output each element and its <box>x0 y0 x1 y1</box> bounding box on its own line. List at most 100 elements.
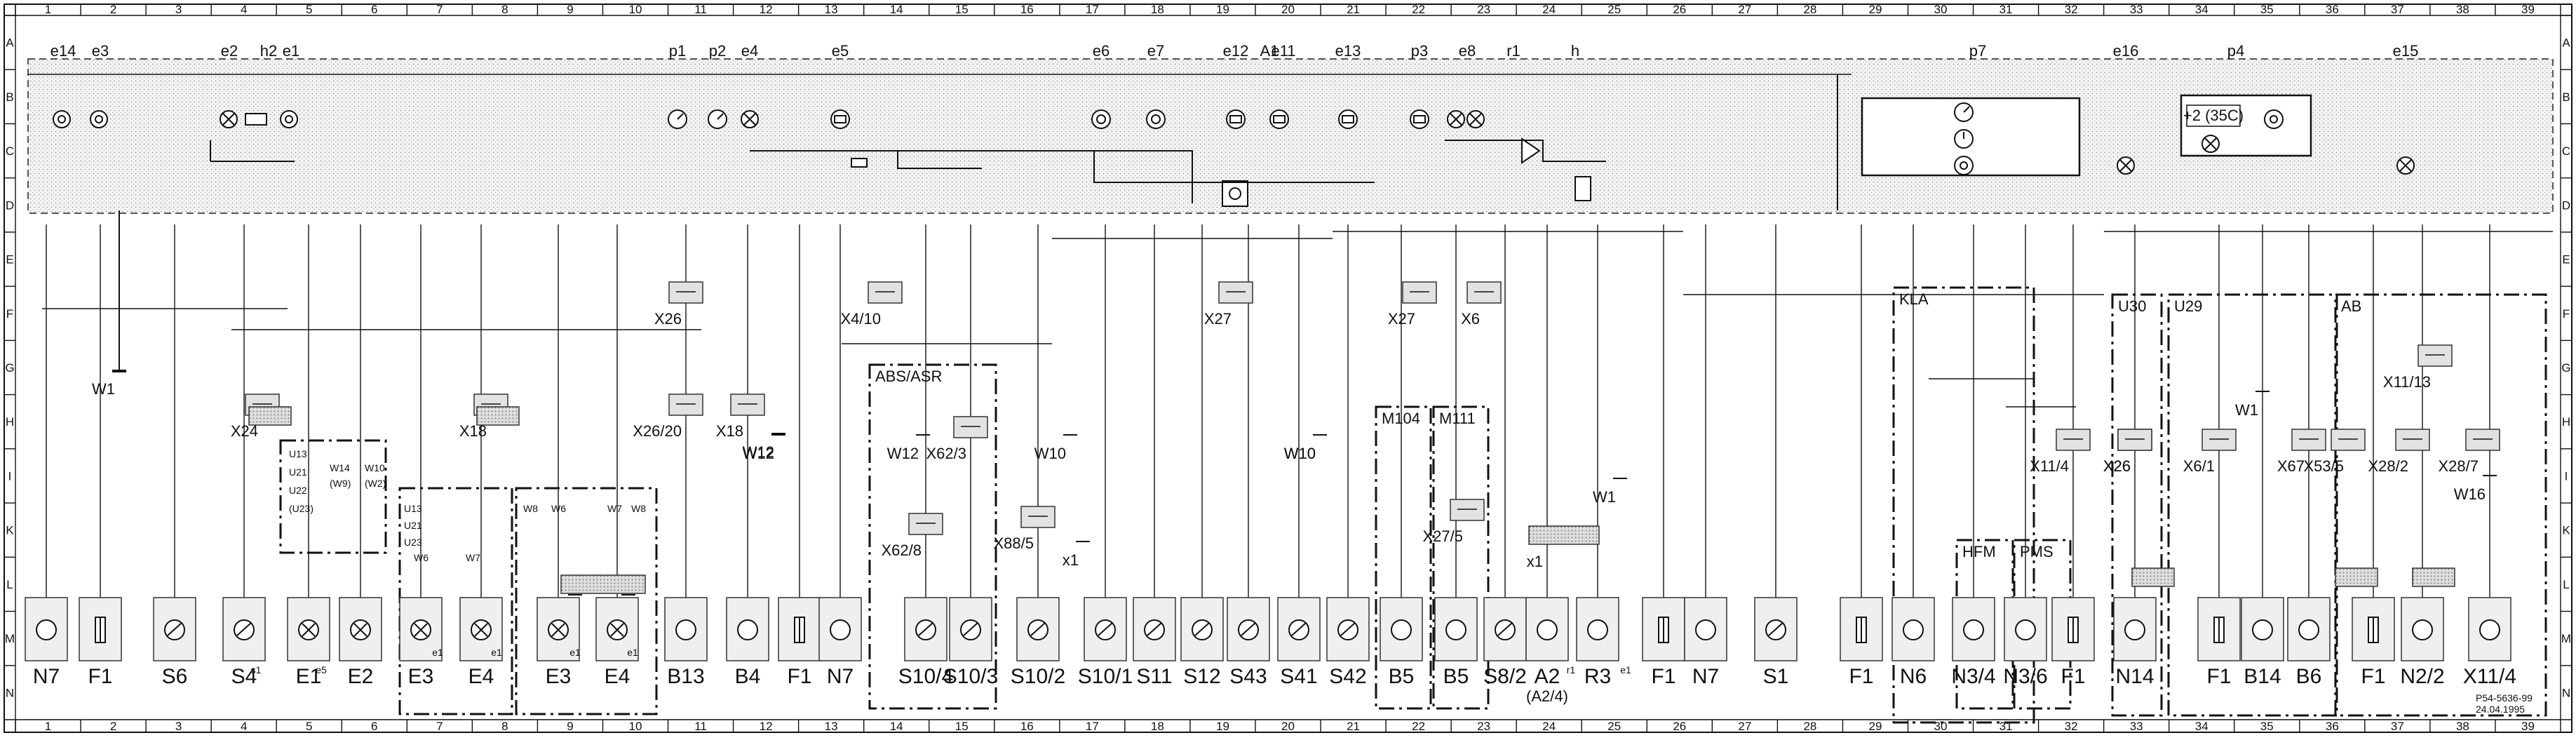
grid-column-bottom: 1 <box>45 720 51 733</box>
connector-label: x1 <box>1527 553 1543 570</box>
connector-x62-3 <box>953 416 988 438</box>
component-label: F1 <box>1849 665 1873 688</box>
wiring <box>42 224 2553 598</box>
component-symbol <box>1587 619 1608 640</box>
grid-column-top: 10 <box>629 3 642 16</box>
connector-label: X26 <box>2103 457 2131 475</box>
top-label-e14: e14 <box>50 42 76 60</box>
component-sublabel: r1 <box>1567 664 1576 675</box>
component-sublabel: e1 <box>491 647 502 658</box>
connector-label: X11/13 <box>2383 373 2431 391</box>
grid-column-top: 31 <box>2000 3 2013 16</box>
grid-column-top: 15 <box>955 3 969 16</box>
panel-readout: +2 (35C) <box>2183 107 2244 124</box>
group-label: M111 <box>1439 410 1476 427</box>
grid-column-top: 39 <box>2521 3 2535 16</box>
grid-column-top: 7 <box>436 3 443 16</box>
top-label-e7: e7 <box>1147 42 1164 60</box>
component-label: S43 <box>1229 665 1267 688</box>
grid-row-right: A <box>2562 36 2570 50</box>
component-label: F1 <box>88 665 112 688</box>
grid-row-left: A <box>6 36 14 50</box>
component-sublabel: e1 <box>627 647 638 658</box>
top-label-h2: h2 <box>260 42 277 60</box>
component-symbol <box>36 619 57 640</box>
component-label: E1 <box>296 665 322 688</box>
top-label-r1: r1 <box>1506 42 1520 60</box>
grid-row-right: D <box>2562 199 2570 212</box>
connector-label: W10 <box>1034 445 1066 462</box>
grid-column-bottom: 3 <box>175 720 182 733</box>
component-label: S12 <box>1183 665 1220 688</box>
grid-column-bottom: 14 <box>890 720 903 733</box>
grid-column-top: 6 <box>371 3 377 16</box>
grid-row-left: C <box>6 144 14 158</box>
terminal-strip <box>2412 567 2455 587</box>
grid-column-bottom: 34 <box>2195 720 2209 733</box>
terminal-strip <box>476 406 520 426</box>
top-label-e3: e3 <box>92 42 109 60</box>
grid-column-bottom: 7 <box>436 720 443 733</box>
grid-row-right: E <box>2562 253 2570 267</box>
component-label: E2 <box>348 665 374 688</box>
top-label-e4: e4 <box>741 42 758 60</box>
component-label: B5 <box>1443 665 1469 688</box>
component-label: N6 <box>1900 665 1927 688</box>
grid-column-top: 5 <box>306 3 312 16</box>
component-label: B6 <box>2296 665 2322 688</box>
top-label-e13: e13 <box>1335 42 1361 60</box>
component-symbol <box>2412 619 2433 640</box>
grid-column-bottom: 5 <box>306 720 312 733</box>
grid-column-bottom: 12 <box>760 720 773 733</box>
top-label-e6: e6 <box>1093 42 1110 60</box>
grid-row-left: B <box>6 90 13 104</box>
connector-x6-1 <box>2201 429 2237 451</box>
grid-column-top: 22 <box>1412 3 1425 16</box>
component-label: S1 <box>1763 665 1789 688</box>
grid-column-top: 38 <box>2456 3 2469 16</box>
variant-code: U23 <box>404 537 422 548</box>
connector-x27-5 <box>1450 499 1485 521</box>
connector-x11-13 <box>2417 344 2453 367</box>
component-symbol <box>830 619 851 640</box>
component-label: S11 <box>1136 665 1172 688</box>
group-label: ABS/ASR <box>875 368 942 385</box>
component-label: F1 <box>1651 665 1675 688</box>
variant-code: U13 <box>404 503 422 514</box>
component-label: F1 <box>2206 665 2231 688</box>
grid-row-right: G <box>2561 361 2570 375</box>
grid-column-top: 14 <box>890 3 903 16</box>
component-label: N2/2 <box>2400 665 2444 688</box>
component-label: S42 <box>1329 665 1366 688</box>
component-label: N7 <box>1692 665 1719 688</box>
component-label: S10/4 <box>898 665 953 688</box>
component-label: S41 <box>1280 665 1317 688</box>
grid-column-bottom: 20 <box>1281 720 1295 733</box>
component-label: E3 <box>546 665 572 688</box>
connector-label: X18 <box>716 422 743 440</box>
top-label-p2: p2 <box>709 42 726 60</box>
grid-column-top: 36 <box>2326 3 2339 16</box>
component-symbol <box>2479 619 2500 640</box>
connector-label: X6 <box>1461 310 1480 328</box>
connector-label: W10 <box>1284 445 1316 462</box>
grid-column-bottom: 11 <box>694 720 707 733</box>
connector-label: W1 <box>1593 488 1616 506</box>
grid-column-top: 34 <box>2195 3 2209 16</box>
connector-x62-8 <box>908 513 943 535</box>
connector-label: X67 <box>2277 457 2305 475</box>
group-label: PMS <box>2020 543 2054 560</box>
component-label: F1 <box>2361 665 2385 688</box>
grid-row-left: G <box>5 361 14 375</box>
grid-column-top: 26 <box>1673 3 1686 16</box>
grid-column-bottom: 22 <box>1412 720 1425 733</box>
grid-column-bottom: 6 <box>371 720 377 733</box>
cluster-symbols <box>53 102 2415 207</box>
grid-column-bottom: 2 <box>110 720 116 733</box>
component-label: N14 <box>2115 665 2154 688</box>
component-label: N3/4 <box>1951 665 1995 688</box>
component-sublabel: s1 <box>251 664 262 675</box>
connector-label: W16 <box>2454 485 2486 503</box>
connector-x28-7 <box>2465 429 2500 451</box>
connector-label: X11/4 <box>2030 457 2069 475</box>
